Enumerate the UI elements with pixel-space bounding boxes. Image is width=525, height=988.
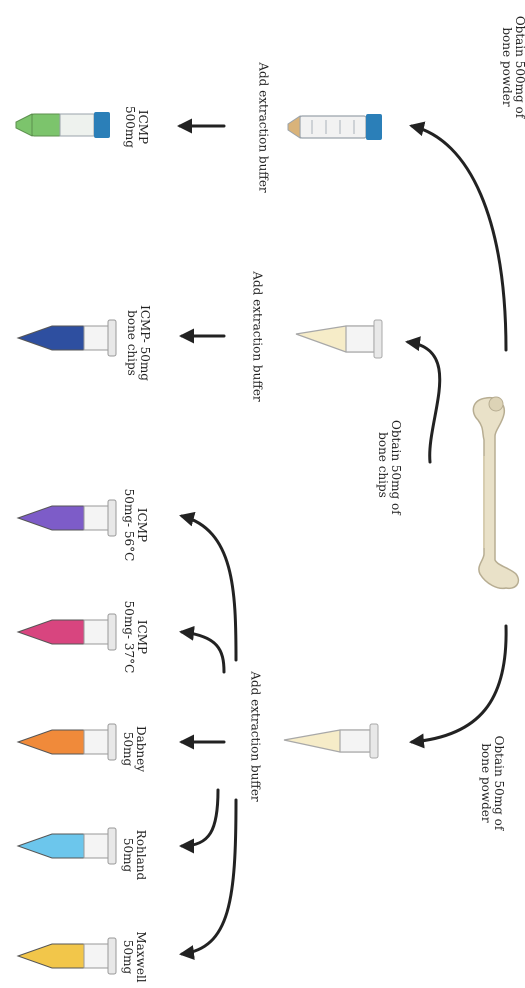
label-tube-dabney: Dabney 50mg [121, 721, 147, 777]
tube-icmp-50mg-37c-icon [18, 614, 116, 650]
tube-bone-chips-icon [296, 320, 382, 358]
arrow-branch-maxwell [182, 800, 236, 954]
femur-bone-icon [473, 397, 518, 588]
arrow-bone-to-chips [408, 342, 440, 462]
tube-bone-powder-icon [284, 724, 378, 758]
tube-rohland-50mg-icon [18, 828, 116, 864]
label-tube-icmp-50mg-chips: ICMP- 50mg bone chips [125, 303, 151, 383]
arrow-branch-rohland [182, 790, 218, 846]
tube-dabney-50mg-icon [18, 724, 116, 760]
arrow-branch-37c [182, 632, 224, 672]
tube-maxwell-50mg-icon [18, 938, 116, 974]
label-tube-icmp-56c: ICMP 50mg- 56°C [122, 484, 148, 566]
tube-icmp-50mg-56c-icon [18, 500, 116, 536]
label-tube-maxwell: Maxwell 50mg [121, 927, 147, 987]
tube-icmp-50mg-bone-chips-icon [18, 320, 116, 356]
arrow-bone-to-500mg-stock [412, 126, 506, 350]
label-obtain-500mg-powder: Obtain 500mg of bone powder [500, 12, 525, 122]
label-tube-rohland: Rohland 50mg [121, 825, 147, 885]
label-add-buffer-1: Add extraction buffer [257, 53, 270, 203]
label-obtain-50mg-powder: Obtain 50mg of bone powder [479, 733, 505, 833]
label-tube-icmp-37c: ICMP 50mg- 37°C [122, 596, 148, 678]
label-add-buffer-3: Add extraction buffer [249, 662, 262, 812]
result-tubes [16, 112, 116, 974]
label-tube-icmp-500mg: ICMP 500mg [123, 105, 149, 149]
arrow-bone-to-50mg-powder [412, 626, 506, 742]
label-add-buffer-2: Add extraction buffer [251, 262, 264, 412]
label-obtain-50mg-chips: Obtain 50mg of bone chips [376, 420, 402, 510]
conical-tube-500mg-stock-icon [288, 114, 382, 140]
tube-icmp-500mg-icon [16, 112, 110, 138]
